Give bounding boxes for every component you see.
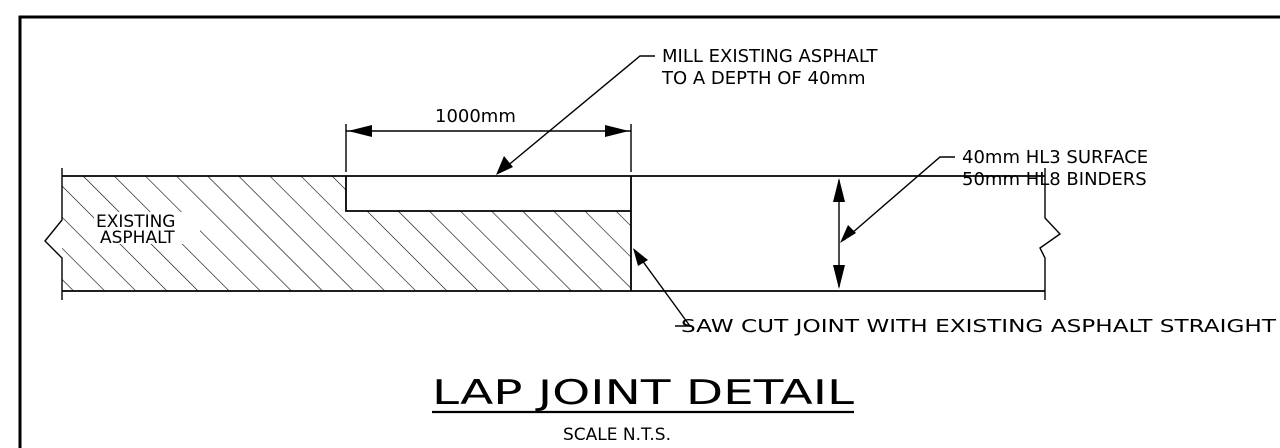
mill-leader xyxy=(499,55,655,173)
mill-step-line xyxy=(345,176,631,212)
existing-asphalt-label-mask xyxy=(94,212,200,244)
dimension-label: 1000mm xyxy=(435,106,516,127)
thickness-arrow-top xyxy=(833,178,845,202)
right-break-line xyxy=(1039,168,1062,300)
detail-title: LAP JOINT DETAIL xyxy=(432,373,854,413)
surface-label-line1: 40mm HL3 SURFACE xyxy=(962,147,1148,168)
mill-label-line2: TO A DEPTH OF 40mm xyxy=(661,68,865,89)
scale-note: SCALE N.T.S. xyxy=(563,425,671,445)
surface-label-line2: 50mm HL8 BINDERS xyxy=(962,169,1147,190)
dim-arrow-left xyxy=(348,125,372,137)
existing-asphalt-label-line1: EXISTING xyxy=(96,212,175,232)
surface-leader xyxy=(843,156,955,241)
sawcut-label: SAW CUT JOINT WITH EXISTING ASPHALT STRA… xyxy=(681,316,1277,337)
thickness-arrow-bottom xyxy=(833,265,845,289)
mill-leader-arrow xyxy=(496,156,513,175)
dim-arrow-right xyxy=(605,125,629,137)
drawing-border xyxy=(18,15,1280,448)
mill-label-line1: MILL EXISTING ASPHALT xyxy=(662,46,878,67)
sawcut-leader-arrow xyxy=(633,248,648,266)
surface-leader-arrow xyxy=(840,225,856,243)
sawcut-leader xyxy=(635,251,692,327)
existing-asphalt-label-line2: ASPHALT xyxy=(100,228,175,248)
left-break-line xyxy=(44,168,63,300)
